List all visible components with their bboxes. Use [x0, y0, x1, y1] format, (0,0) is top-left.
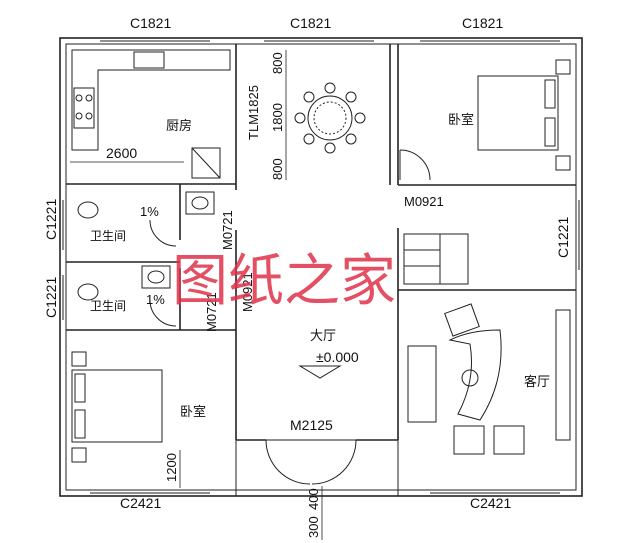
- annotations: 1% 1% ±0.000: [140, 204, 359, 365]
- door-label-bedroom: M0921: [404, 194, 444, 209]
- window-label-top-left: C1821: [130, 15, 171, 31]
- door-label-dining-opening: TLM1825: [246, 85, 261, 140]
- room-label-kitchen: 厨房: [166, 118, 192, 133]
- watermark: 图纸之家: [172, 249, 396, 314]
- window-marks: [62, 40, 580, 494]
- room-label-bath-lower: 卫生间: [90, 299, 126, 313]
- window-label-right-mid: C1221: [555, 217, 571, 258]
- door-label-front: M2125: [290, 417, 333, 433]
- window-label-bottom-right: C2421: [470, 495, 511, 511]
- dining-table: [294, 82, 366, 154]
- room-label-bath-upper: 卫生间: [90, 229, 126, 243]
- slope-lower: 1%: [146, 292, 165, 307]
- window-label-bottom-left: C2421: [120, 495, 161, 511]
- stairs: [403, 233, 469, 285]
- bed-top-right: [477, 59, 571, 171]
- bed-bottom-left: [71, 351, 163, 463]
- window-label-top-right: C1821: [462, 15, 503, 31]
- slope-upper: 1%: [140, 204, 159, 219]
- window-labels: C1821 C1821 C1821 C1221 C1221 C1221 C242…: [43, 15, 571, 511]
- level-mark: ±0.000: [316, 349, 359, 365]
- dim-1800: 1800: [270, 103, 285, 132]
- room-label-bedroom-bl: 卧室: [180, 404, 206, 419]
- dim-800-top: 800: [270, 52, 285, 74]
- room-label-bedroom-tr: 卧室: [448, 112, 474, 127]
- door-label-bath-lower: M0721: [204, 292, 219, 332]
- sofa-set: [407, 303, 571, 455]
- door-labels: M0921 M0721 M0721 M0921 M2125 TLM1825: [204, 85, 444, 433]
- window-label-left-upper: C1221: [43, 199, 59, 240]
- door-label-bath-upper: M0721: [220, 210, 235, 250]
- dim-400: 400: [306, 488, 321, 510]
- room-label-hall: 大厅: [310, 328, 336, 343]
- door-swings: [149, 149, 431, 497]
- room-label-living: 客厅: [524, 374, 550, 389]
- dim-1200: 1200: [164, 453, 179, 482]
- window-label-left-lower: C1221: [43, 277, 59, 318]
- dimension-labels: 2600 800 1800 800 1200 400 300: [106, 52, 321, 538]
- room-labels: 厨房 卧室 卫生间 卫生间 大厅 客厅 卧室: [90, 112, 550, 419]
- dimension-lines: [70, 50, 342, 540]
- dim-300: 300: [306, 516, 321, 538]
- bath-fixtures: [77, 191, 215, 301]
- kitchen-counter: [71, 49, 231, 179]
- dim-800-bottom: 800: [270, 158, 285, 180]
- door-label-hall-side: M0921: [240, 272, 255, 312]
- interior-walls: [66, 44, 576, 441]
- window-label-top-mid: C1821: [290, 15, 331, 31]
- dim-kitchen-width: 2600: [106, 145, 137, 161]
